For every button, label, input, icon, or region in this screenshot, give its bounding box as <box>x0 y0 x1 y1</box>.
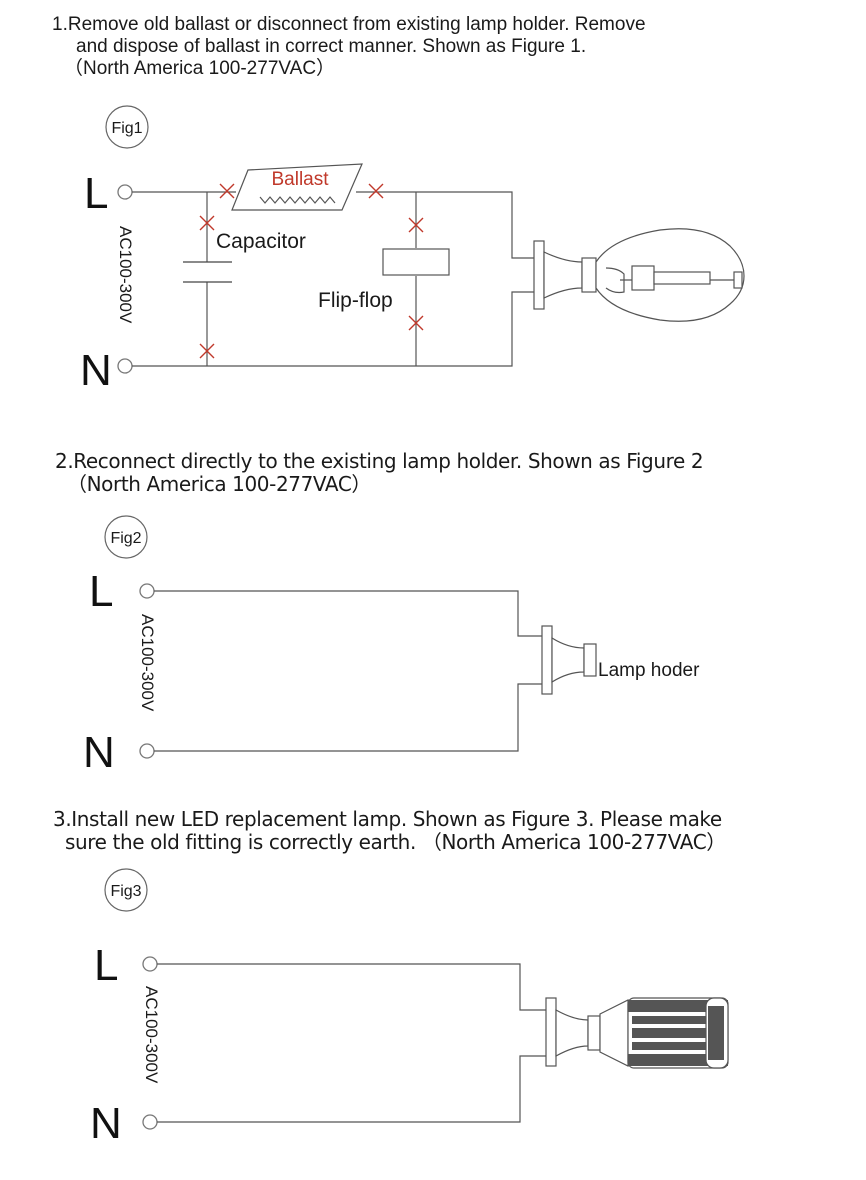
fig3-voltage-label: AC100-300V <box>142 986 161 1084</box>
fig2-badge-circle <box>104 515 148 559</box>
step-3-line-1: 3.Install new LED replacement lamp. Show… <box>53 807 722 831</box>
step-1-line-2: and dispose of ballast in correct manner… <box>76 35 587 57</box>
fig1-badge-circle <box>105 105 149 149</box>
fig3-wires <box>157 963 546 1123</box>
step-3-line-2: sure the old fitting is correctly earth.… <box>65 830 726 854</box>
step-1-instructions: 1.Remove old ballast or disconnect from … <box>52 14 646 80</box>
fig2-neutral-terminal <box>139 743 155 759</box>
fig1-live-label: L <box>84 169 108 218</box>
fig2-live-label: L <box>89 567 113 616</box>
step-2-instructions: 2.Reconnect directly to the existing lam… <box>55 449 704 496</box>
fig1-lamp-icon <box>533 228 745 322</box>
figure-3: Fig3 L N AC100-300V <box>90 868 729 1148</box>
figure-1: Fig1 L N AC100-300V Ballast Capacitor Fl… <box>80 105 745 395</box>
capacitor-symbol <box>183 261 232 283</box>
fig1-flipflop-label: Flip-flop <box>318 289 393 312</box>
fig3-neutral-label: N <box>90 1099 122 1148</box>
fig3-badge: Fig3 <box>110 883 141 900</box>
fig2-badge: Fig2 <box>110 530 141 547</box>
ballast-coil-icon <box>259 196 336 204</box>
fig1-voltage-label: AC100-300V <box>116 226 135 324</box>
fig3-live-terminal <box>142 956 158 972</box>
fig2-voltage-label: AC100-300V <box>138 614 157 712</box>
step-1-line-3: （North America 100-277VAC） <box>64 57 336 79</box>
step-1-line-1: 1.Remove old ballast or disconnect from … <box>52 14 646 35</box>
fig1-neutral-label: N <box>80 346 112 395</box>
figure-2: Fig2 L N AC100-300V Lamp hoder <box>83 515 700 777</box>
fig1-ballast-label: Ballast <box>271 169 329 190</box>
fig1-wires <box>132 191 534 367</box>
fig1-neutral-terminal <box>117 358 133 374</box>
fig2-live-terminal <box>139 583 155 599</box>
fig1-capacitor-label: Capacitor <box>216 230 306 253</box>
lamp-holder-icon <box>541 625 597 695</box>
fig3-badge-circle <box>104 868 148 912</box>
fig1-badge: Fig1 <box>111 120 142 137</box>
fig2-wires <box>154 590 542 752</box>
fig2-holder-label: Lamp hoder <box>598 660 700 681</box>
step-2-line-1: 2.Reconnect directly to the existing lam… <box>55 449 704 473</box>
fig2-neutral-label: N <box>83 728 115 777</box>
led-corn-lamp-icon <box>545 997 729 1069</box>
fig1-flipflop-box <box>382 248 450 276</box>
fig3-neutral-terminal <box>142 1114 158 1130</box>
step-3-instructions: 3.Install new LED replacement lamp. Show… <box>53 808 726 854</box>
step-2-line-2: （North America 100-277VAC） <box>67 472 372 496</box>
disconnect-marks <box>199 183 424 359</box>
fig1-live-terminal <box>117 184 133 200</box>
fig3-live-label: L <box>94 941 118 990</box>
